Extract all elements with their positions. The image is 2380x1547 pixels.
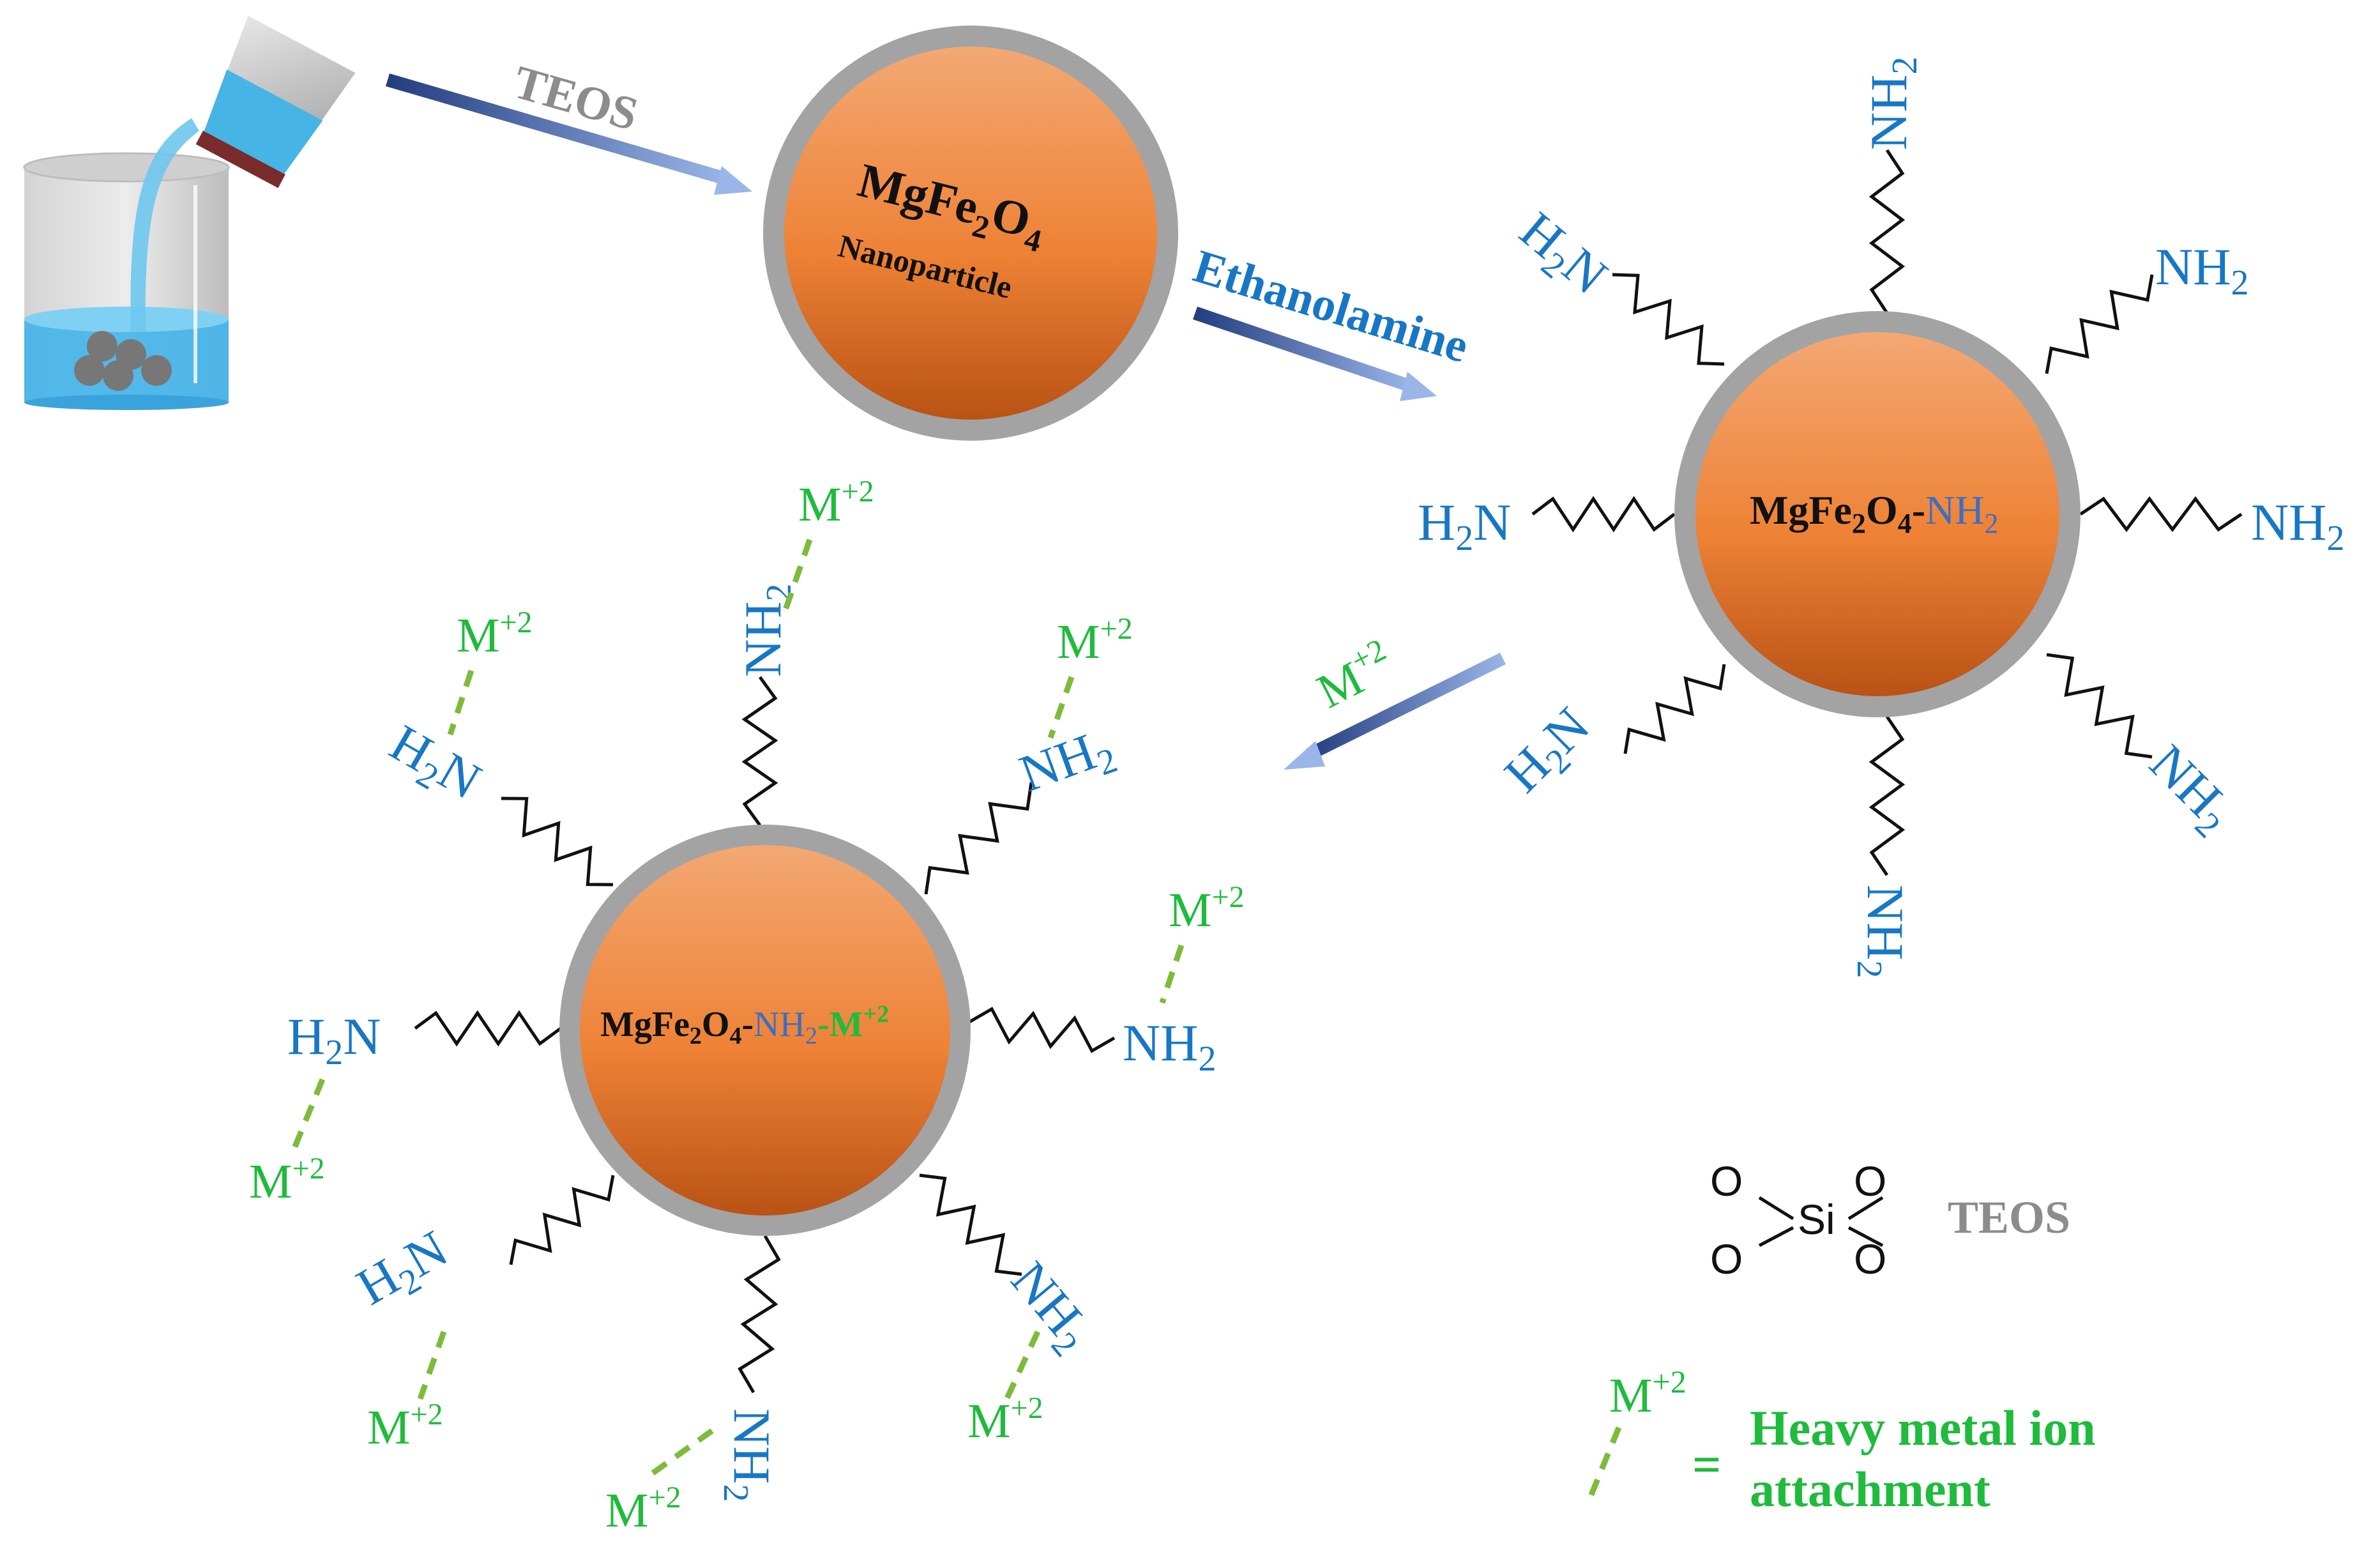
amine-h2n-downleft: H2N [1493,696,1605,809]
metal-legend-equals: = [1692,1437,1722,1493]
metal-arrow-label: M+2 [1307,631,1402,719]
teos-legend-label: TEOS [1948,1192,2070,1243]
metal-h2n-downleft: H2N [347,1219,461,1323]
metal-chain-downright [919,1173,1022,1276]
teos-arrow [386,73,752,195]
amine-h2n-left: H2N [1418,493,1511,558]
beaker-icon [23,152,230,410]
metal-chain-upleft [501,796,614,887]
amine-nanoparticle [1674,311,2081,717]
pour-stream [130,118,199,332]
metal-dash-up [782,538,813,611]
metal-chain-down [738,1235,781,1394]
amine-chain-left [1531,496,1676,533]
amine-nh2-right: NH2 [2251,493,2344,558]
core-nanoparticle [763,26,1178,441]
amine-chain-up [1868,149,1906,314]
metal-ion-left: M+2 [249,1152,325,1208]
teos-o-top-left: O [1710,1157,1743,1205]
metal-chain-left [414,1010,562,1047]
amine-particle-formula: MgFe2O4-NH2 [1750,487,1998,539]
amine-nh2-up: NH2 [1860,57,1925,150]
metal-legend-symbol: M+2 [1609,1364,1686,1422]
metal-chain-downleft [509,1175,615,1265]
amine-h2n-upleft: H2N [1505,201,1618,310]
metal-legend: M+2 = Heavy metal ion attachment [1587,1364,2096,1517]
pouring-cup-icon [195,15,356,188]
ethanolamine-arrow [1193,307,1437,401]
metal-ion-down: M+2 [605,1481,681,1537]
metal-chains [414,676,1116,1394]
metal-dash-downright [1001,1330,1041,1406]
amine-chain-downleft [1623,664,1726,754]
teos-structure: O O Si O O [1710,1157,1886,1283]
metal-chain-up [741,676,778,827]
amine-chain-right [2079,496,2243,533]
amine-nh2-upright: NH2 [2155,238,2248,303]
amine-nh2-downright: NH2 [2134,733,2246,846]
metal-nh2-up: NH2 [734,584,799,677]
amine-chain-downright [2046,653,2153,759]
amine-nh2-down: NH2 [1849,885,1914,978]
metal-nh2-right: NH2 [1123,1014,1216,1079]
teos-o-bottom-right: O [1854,1235,1886,1283]
metal-h2n-left: H2N [287,1007,381,1072]
metal-legend-line1: Heavy metal ion [1750,1400,2096,1456]
metal-nanoparticle [559,825,971,1236]
metal-arrow [1284,653,1506,770]
metal-nh2-upright: NH2 [1012,716,1122,809]
metal-ion-upright: M+2 [1057,612,1133,669]
amine-chain-down [1868,715,1906,876]
metal-particle-formula: MgFe2O4-NH2-M+2 [600,1001,889,1049]
metal-ion-downright: M+2 [967,1391,1043,1448]
metal-dash-upleft [447,669,474,736]
amine-chain-upright [2045,274,2154,374]
metal-nh2-down: NH2 [716,1408,781,1502]
metal-ion-downleft: M+2 [367,1398,443,1454]
metal-dash-down [643,1428,714,1481]
metal-ion-upleft: M+2 [457,606,533,662]
metal-ion-right: M+2 [1169,880,1245,937]
metal-dash-left [291,1078,326,1151]
metal-h2n-upleft: H2N [377,713,491,817]
teos-o-bottom-left: O [1710,1235,1743,1283]
metal-dash-downleft [417,1330,447,1400]
metal-chain-right [968,1007,1116,1053]
amine-chain-upleft [1612,273,1725,366]
amine-chains [1531,149,2243,876]
metal-chain-upright [924,782,1033,895]
teos-o-top-right: O [1854,1157,1886,1205]
metal-nh2-downright: NH2 [995,1251,1105,1364]
teos-si: Si [1798,1196,1835,1243]
metal-ion-up: M+2 [798,475,874,531]
metal-dash-right [1159,944,1185,1004]
metal-dash-upright [1047,676,1075,739]
metal-legend-line2: attachment [1750,1461,1990,1517]
